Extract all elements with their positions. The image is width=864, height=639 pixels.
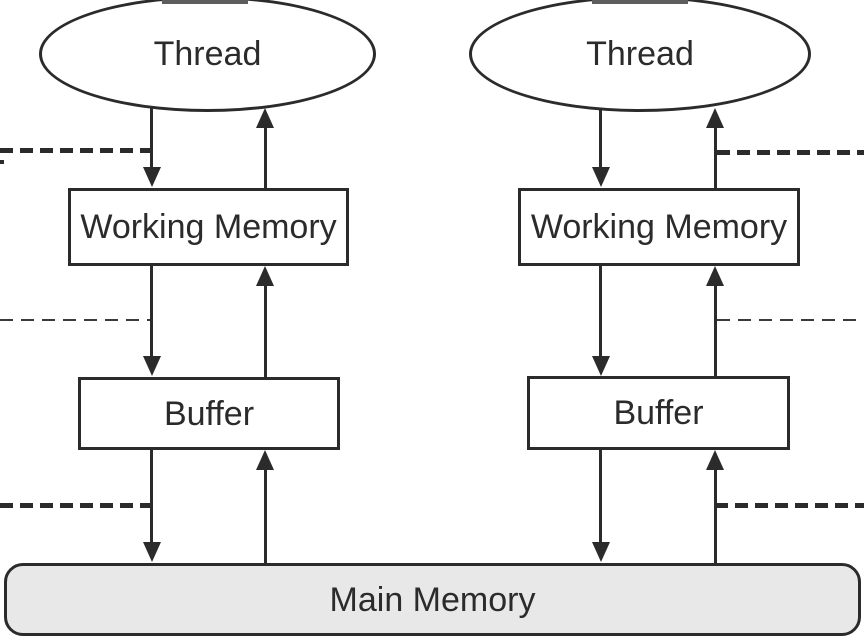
thread-label-right: Thread — [586, 35, 694, 73]
buffer-label-left: Buffer — [163, 394, 255, 433]
right-wm-to-buffer-line — [599, 265, 602, 357]
working-memory-label-left: Working Memory — [80, 208, 337, 246]
ellipse-top-clip-band-right — [592, 0, 688, 4]
left-mm-to-buffer-line — [264, 468, 267, 563]
working-memory-label-right: Working Memory — [530, 208, 788, 246]
right-buffer-to-wm-arrow-icon — [706, 266, 724, 286]
left-thread-to-wm-line — [150, 107, 153, 169]
ellipse-top-clip-band-left — [162, 0, 248, 4]
left-wm-to-buffer-arrow-icon — [143, 356, 161, 376]
left-wm-to-buffer-line — [150, 265, 153, 357]
right-buffer-to-wm-line — [714, 284, 717, 377]
buffer-box-left: Buffer — [78, 377, 340, 450]
right-wm-to-buffer-arrow-icon — [592, 356, 610, 376]
right-thread-to-wm-line — [599, 107, 602, 169]
dashed-level-line-top-left — [0, 148, 157, 153]
right-buffer-to-mm-line — [599, 449, 602, 543]
right-wm-to-thread-arrow-icon — [706, 108, 724, 128]
main-memory-box: Main Memory — [4, 563, 861, 636]
left-wm-to-thread-line — [264, 126, 267, 188]
dashed-level-line-bottom-right — [715, 503, 864, 508]
working-memory-box-right: Working Memory — [518, 188, 800, 266]
dashed-level-line-middle-left — [0, 319, 153, 321]
buffer-box-right: Buffer — [527, 376, 790, 450]
left-buffer-to-wm-line — [264, 284, 267, 377]
right-mm-to-buffer-arrow-icon — [706, 450, 724, 470]
buffer-label-right: Buffer — [613, 394, 704, 432]
left-mm-to-buffer-arrow-icon — [256, 450, 274, 470]
main-memory-label: Main Memory — [329, 580, 536, 619]
left-thread-to-wm-arrow-icon — [143, 167, 161, 187]
right-thread-to-wm-arrow-icon — [592, 167, 610, 187]
left-buffer-to-wm-arrow-icon — [256, 266, 274, 286]
dashed-level-line-bottom-left — [0, 503, 157, 508]
left-buffer-to-mm-arrow-icon — [143, 542, 161, 562]
thread-ellipse-right: Thread — [469, 0, 811, 112]
right-wm-to-thread-line — [714, 126, 717, 188]
dashed-level-line-top-right — [717, 150, 864, 155]
right-mm-to-buffer-line — [714, 468, 717, 563]
left-buffer-to-mm-line — [150, 449, 153, 543]
thread-label-left: Thread — [153, 35, 262, 73]
left-edge-dash-artifact — [0, 160, 4, 164]
thread-ellipse-left: Thread — [39, 0, 376, 112]
working-memory-box-left: Working Memory — [68, 188, 349, 266]
left-wm-to-thread-arrow-icon — [256, 108, 274, 128]
dashed-level-line-middle-right — [717, 319, 864, 321]
right-buffer-to-mm-arrow-icon — [592, 542, 610, 562]
